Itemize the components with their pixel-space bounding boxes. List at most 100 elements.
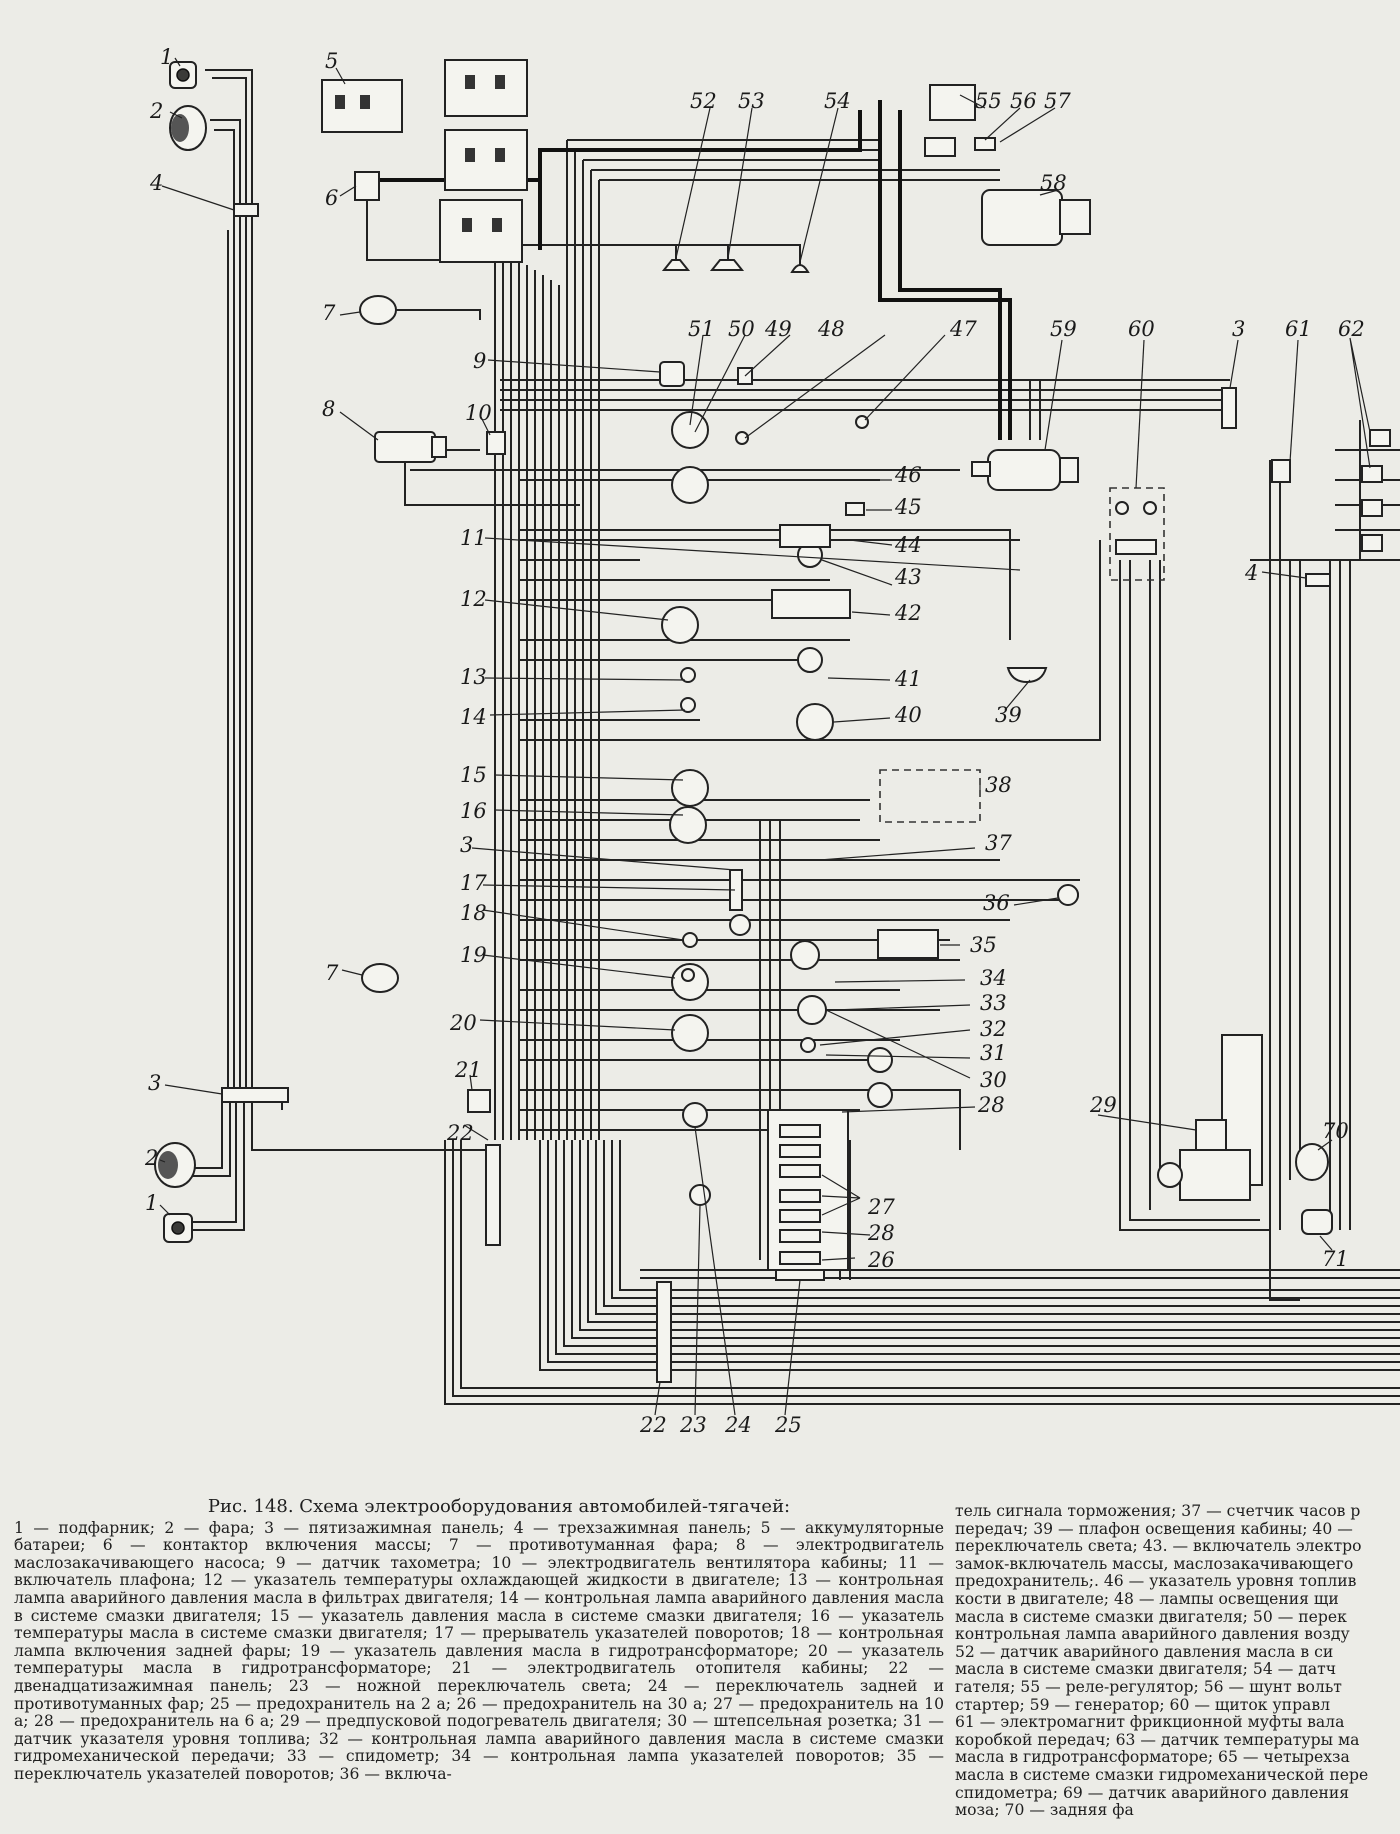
svg-text:35: 35 — [970, 933, 997, 957]
svg-text:18: 18 — [460, 901, 487, 925]
svg-text:13: 13 — [460, 665, 487, 689]
control-panel-60 — [1109, 487, 1165, 581]
lamp-48 — [735, 431, 749, 445]
legend-line: гателя; 55 — реле-регулятор; 56 — шунт в… — [955, 1677, 1342, 1696]
svg-text:71: 71 — [1322, 1247, 1349, 1271]
svg-text:4: 4 — [1244, 561, 1258, 585]
legend-line: масла в гидротрансформаторе; 65 — четыре… — [955, 1748, 1350, 1767]
svg-text:31: 31 — [980, 1041, 1007, 1065]
svg-text:51: 51 — [688, 317, 715, 341]
svg-text:34: 34 — [980, 966, 1007, 990]
cab-lamp — [1006, 667, 1048, 684]
fog-light-top — [359, 295, 481, 325]
legend-line: масла в системе смазки гидромеханической… — [955, 1765, 1369, 1784]
svg-text:44: 44 — [894, 533, 922, 557]
parking-light-bottom — [163, 1213, 193, 1243]
svg-text:42: 42 — [894, 601, 922, 625]
svg-text:14: 14 — [460, 705, 487, 729]
bottom-harness — [444, 1140, 1400, 1405]
svg-text:19: 19 — [460, 943, 487, 967]
svg-text:38: 38 — [985, 773, 1012, 797]
legend-line: 61 — электромагнит фрикционной муфты вал… — [955, 1713, 1345, 1732]
svg-text:28: 28 — [977, 1093, 1005, 1117]
svg-text:27: 27 — [867, 1195, 895, 1219]
svg-text:45: 45 — [894, 495, 922, 519]
svg-text:4: 4 — [149, 171, 163, 195]
svg-text:21: 21 — [454, 1058, 482, 1082]
battery-block — [321, 59, 528, 263]
switch-blocks — [771, 502, 981, 959]
starter — [981, 189, 1091, 246]
svg-text:1: 1 — [145, 1191, 158, 1215]
cab-fan-motor — [486, 431, 506, 455]
relay-regulator — [929, 84, 976, 121]
instrument-gauges — [661, 411, 1079, 1206]
svg-text:39: 39 — [995, 703, 1022, 727]
preheater — [1157, 1034, 1263, 1201]
svg-text:47: 47 — [949, 317, 977, 341]
svg-text:60: 60 — [1128, 317, 1155, 341]
svg-text:33: 33 — [980, 991, 1007, 1015]
twelve-terminal-panel-bottom — [656, 1281, 672, 1383]
svg-text:3: 3 — [1232, 317, 1245, 341]
svg-text:20: 20 — [449, 1011, 477, 1035]
legend-line: кости в двигателе; 48 — лампы освещения … — [955, 1589, 1339, 1608]
svg-text:24: 24 — [724, 1413, 752, 1437]
svg-text:17: 17 — [460, 871, 487, 895]
sensors-62 — [1361, 429, 1391, 552]
svg-text:3: 3 — [148, 1071, 161, 1095]
svg-text:50: 50 — [728, 317, 755, 341]
headlight-bottom — [154, 1142, 196, 1188]
svg-text:2: 2 — [144, 1146, 158, 1170]
generator — [971, 449, 1079, 491]
headlight-top — [169, 105, 207, 151]
caption-legend: 1 — подфарник; 2 — фара; 3 — пятизажимна… — [14, 1518, 944, 1783]
heater-motor — [467, 1089, 491, 1113]
fog-light-lower — [361, 963, 399, 993]
caption-title: Рис. 148. Схема электрооборудования авто… — [207, 1496, 791, 1517]
friction-clutch-magnet — [1271, 459, 1291, 483]
svg-text:55: 55 — [975, 89, 1002, 113]
leader-lines — [159, 57, 1371, 1416]
svg-text:57: 57 — [1044, 89, 1071, 113]
svg-text:41: 41 — [894, 667, 922, 691]
left-harness — [180, 69, 490, 1231]
mass-contactor — [354, 171, 440, 261]
legend-line: замок-включатель массы, маслозакачивающе… — [955, 1554, 1354, 1573]
legend-line: стартер; 59 — генератор; 60 — щиток упра… — [955, 1695, 1331, 1714]
caption-legend-continued: тель сигнала торможения; 37 — счетчик ча… — [955, 1503, 1400, 1820]
svg-text:12: 12 — [460, 587, 487, 611]
svg-text:23: 23 — [679, 1413, 707, 1437]
svg-text:3: 3 — [460, 833, 473, 857]
shunt-and-fuse — [924, 137, 996, 157]
svg-text:61: 61 — [1285, 317, 1312, 341]
svg-text:43: 43 — [894, 565, 922, 589]
svg-text:11: 11 — [460, 526, 487, 550]
legend-line: переключатель света; 43. — включатель эл… — [955, 1537, 1362, 1556]
legend-line: моза; 70 — задняя фа — [955, 1801, 1134, 1820]
figure-caption: Рис. 148. Схема электрооборудования авто… — [14, 1498, 944, 1784]
legend-line: контрольная лампа аварийного давления во… — [955, 1625, 1350, 1644]
fuse-block — [767, 1109, 849, 1281]
oil-pump-motor — [374, 431, 580, 506]
svg-text:28: 28 — [867, 1221, 895, 1245]
legend-line: тель сигнала торможения; 37 — счетчик ча… — [955, 1503, 1361, 1520]
svg-text:5: 5 — [325, 49, 338, 73]
svg-text:26: 26 — [867, 1248, 895, 1272]
svg-text:6: 6 — [325, 186, 338, 210]
svg-text:58: 58 — [1040, 171, 1067, 195]
svg-text:32: 32 — [980, 1017, 1007, 1041]
three-terminal-panel — [233, 203, 259, 217]
wiring-diagram: 1 2 4 5 6 7 8 9 10 11 12 13 14 15 16 3 1… — [144, 45, 1400, 1437]
svg-text:22: 22 — [639, 1413, 667, 1437]
svg-text:46: 46 — [894, 463, 922, 487]
svg-text:53: 53 — [738, 89, 765, 113]
twelve-terminal-panel-left — [485, 1144, 501, 1246]
svg-text:70: 70 — [1322, 1119, 1349, 1143]
legend-line: спидометра; 69 — датчик аварийного давле… — [955, 1783, 1350, 1802]
tachometer-sensor — [659, 361, 685, 387]
svg-text:59: 59 — [1050, 317, 1077, 341]
svg-text:22: 22 — [446, 1121, 474, 1145]
parking-light-top — [169, 61, 197, 89]
svg-text:8: 8 — [322, 397, 335, 421]
